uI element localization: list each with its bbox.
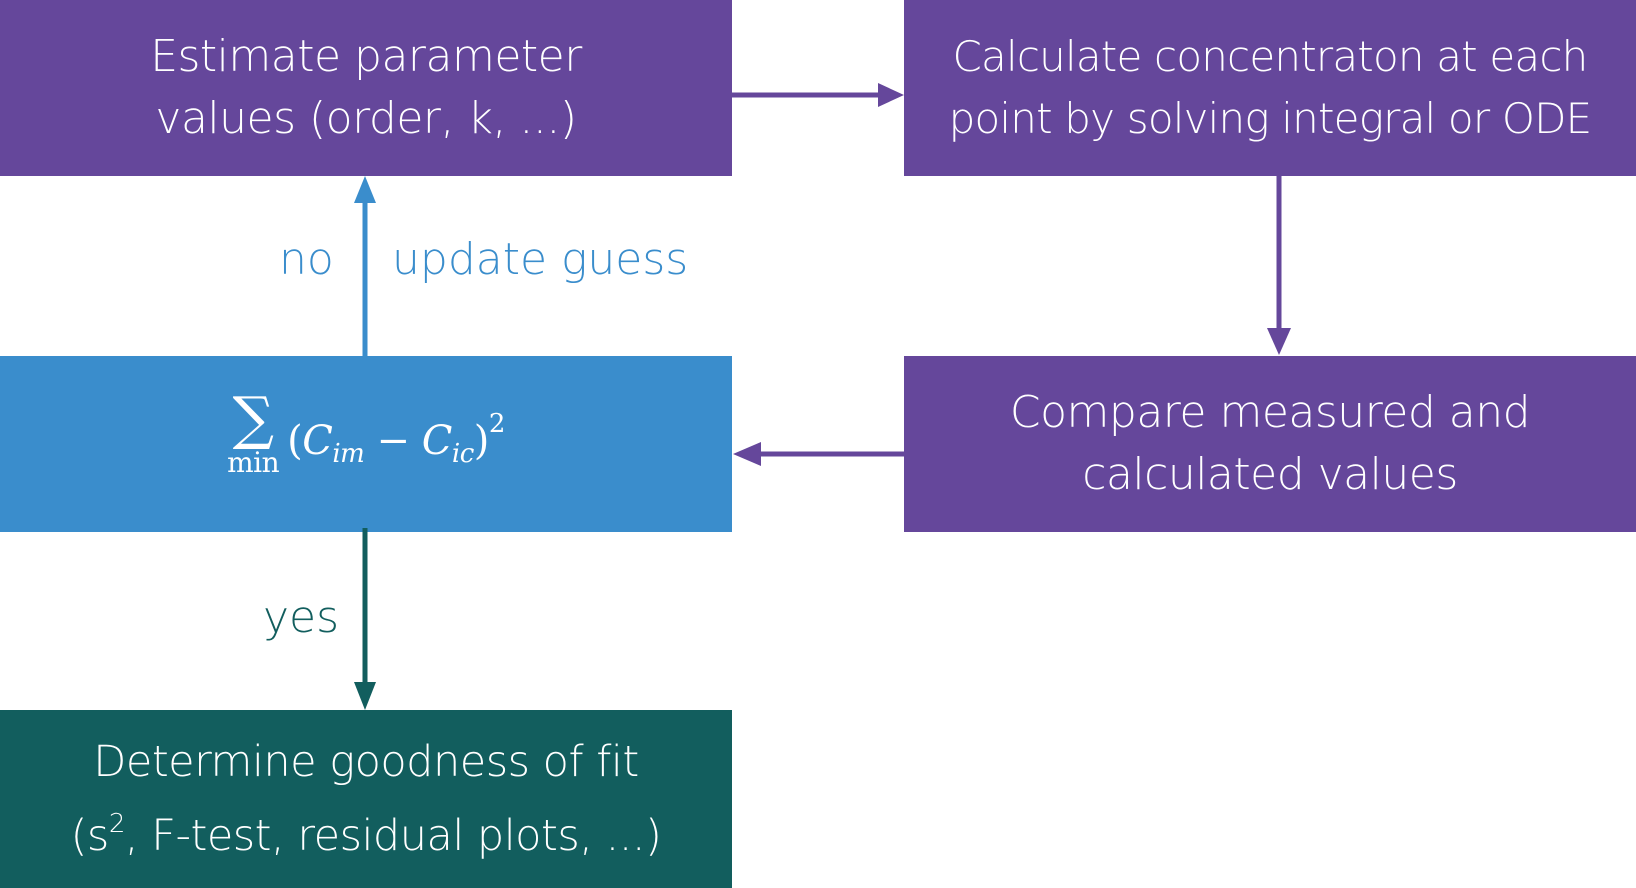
sigma-subscript: min (227, 446, 280, 479)
sum-of-squares-formula: ∑ min (Cim − Cic)2 (227, 389, 505, 483)
calculated-subscript: ic (451, 439, 474, 469)
compare-values-box: Compare measured and calculated values (904, 356, 1636, 532)
open-paren: ( (287, 418, 303, 464)
measured-subscript: im (332, 439, 365, 469)
minus-sign: − (364, 418, 422, 464)
goodness-of-fit-box: Determine goodness of fit (s2, F-test, r… (0, 710, 732, 888)
objective-function-box: ∑ min (Cim − Cic)2 (0, 356, 732, 532)
arrow-objective-to-estimate (354, 176, 376, 356)
update-guess-label: update guess (392, 234, 689, 285)
estimate-line2: values (order, k, ...) (155, 93, 577, 144)
compare-line2: calculated values (1082, 449, 1458, 500)
squared-difference: (Cim − Cic)2 (287, 389, 505, 483)
no-label: no (279, 234, 334, 285)
calculate-line1: Calculate concentraton at each (952, 32, 1589, 81)
yes-label: yes (263, 592, 340, 643)
fit-line1: Determine goodness of fit (93, 737, 639, 787)
compare-line1: Compare measured and (1009, 387, 1531, 438)
arrow-compare-to-objective (733, 442, 904, 466)
fit-line2-suffix: , F-test, residual plots, ...) (124, 811, 662, 861)
arrow-estimate-to-calculate (732, 83, 904, 107)
calculate-line2: point by solving integral or ODE (948, 94, 1593, 143)
estimate-parameters-box: Estimate parameter values (order, k, ...… (0, 0, 732, 176)
arrow-objective-to-fit (354, 528, 376, 710)
fit-line2: (s2, F-test, residual plots, ...) (71, 793, 662, 867)
arrow-calculate-to-compare (1267, 176, 1291, 355)
exponent: 2 (488, 409, 506, 439)
summation: ∑ min (227, 384, 280, 479)
sigma-symbol: ∑ (232, 384, 274, 452)
fit-line2-prefix: (s (70, 811, 110, 861)
calculated-c: C (421, 418, 453, 464)
estimate-line1: Estimate parameter (150, 31, 582, 82)
calculate-concentration-box: Calculate concentraton at each point by … (904, 0, 1636, 176)
close-paren: ) (473, 418, 490, 464)
measured-c: C (302, 418, 333, 464)
fit-line2-superscript: 2 (108, 809, 126, 839)
